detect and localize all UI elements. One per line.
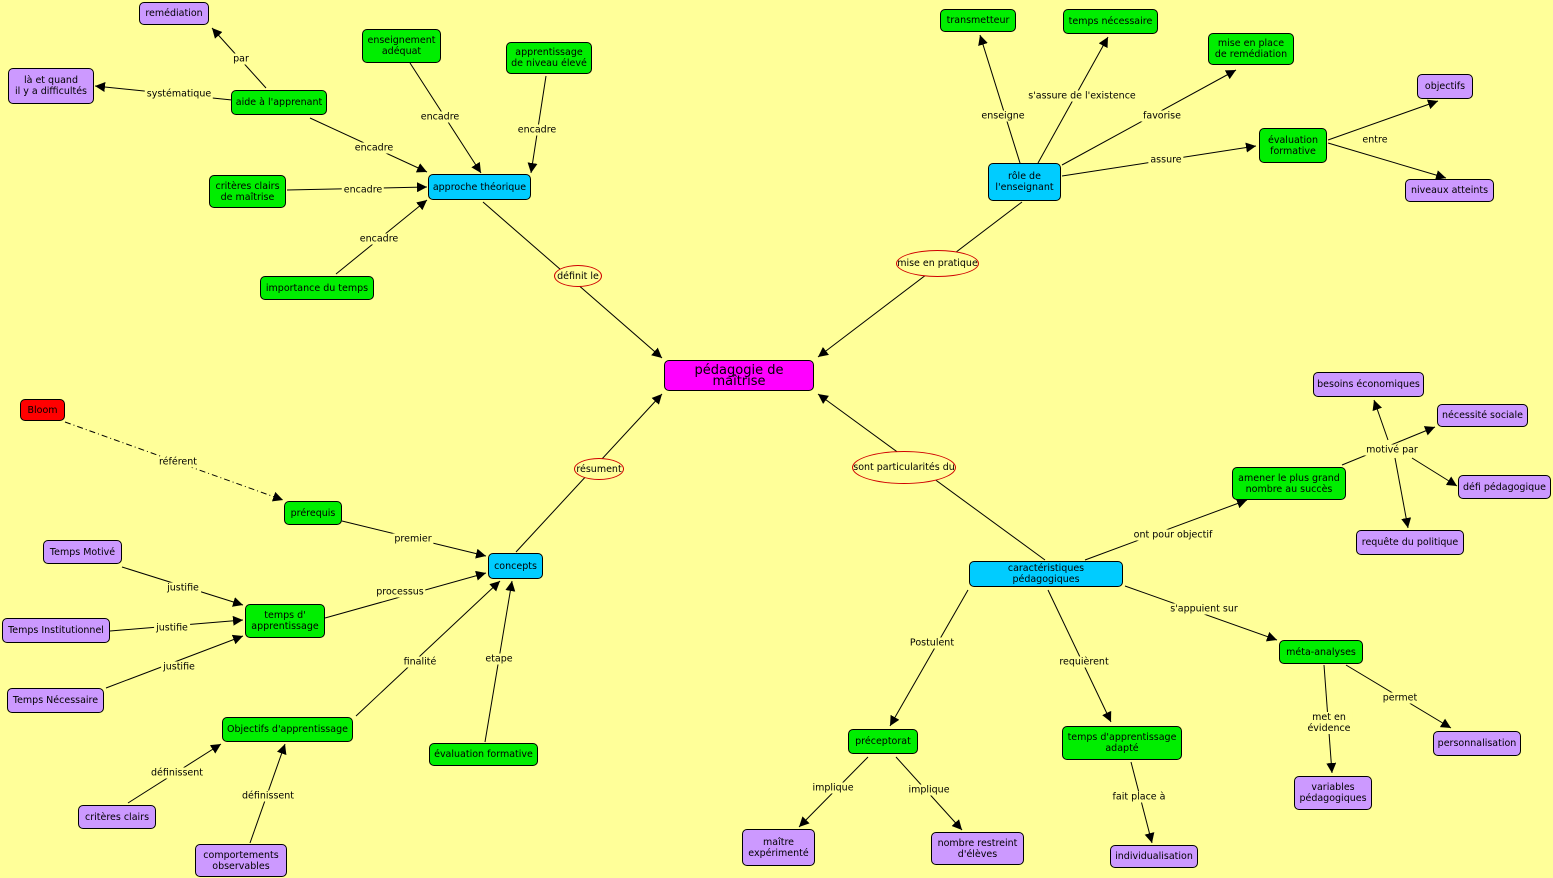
label-permet: permet [1380, 692, 1420, 704]
node-enseignement-adequat[interactable]: enseignement adéquat [362, 29, 441, 63]
label-entre: entre [1360, 134, 1390, 146]
label-etape: etape [483, 653, 515, 665]
node-temps-apprentissage[interactable]: temps d' apprentissage [245, 604, 325, 638]
node-individualisation[interactable]: individualisation [1110, 845, 1198, 868]
label-premier: premier [392, 533, 434, 545]
node-temps-motive[interactable]: Temps Motivé [43, 540, 122, 564]
hub-caracteristiques[interactable]: caractéristiques pédagogiques [969, 561, 1123, 587]
label-systematique: systématique [144, 88, 214, 100]
node-remediation[interactable]: remédiation [139, 2, 209, 25]
node-objectifs-apprentissage[interactable]: Objectifs d'apprentissage [222, 717, 353, 742]
label-fait-place: fait place à [1110, 791, 1168, 803]
node-meta-analyses[interactable]: méta-analyses [1279, 640, 1363, 664]
node-importance-temps[interactable]: importance du temps [260, 276, 374, 300]
label-encadre-criteres: encadre [341, 184, 385, 196]
node-maitre-experimente[interactable]: maître expérimenté [742, 829, 815, 866]
label-referent: référent [156, 456, 200, 468]
label-justifie-necessaire: justifie [161, 661, 197, 673]
label-favorise: favorise [1141, 110, 1183, 122]
node-objectifs[interactable]: objectifs [1417, 74, 1473, 99]
label-ont-pour-objectif: ont pour objectif [1131, 529, 1215, 541]
label-finalite: finalité [401, 656, 439, 668]
hub-role-enseignant[interactable]: rôle de l'enseignant [988, 163, 1061, 201]
edge-evaluation-niveaux [1327, 142, 1447, 180]
central-concept[interactable]: pédagogie de maîtrise [664, 360, 814, 391]
node-variables-pedagogiques[interactable]: variables pédagogiques [1294, 776, 1372, 810]
node-bloom[interactable]: Bloom [20, 399, 65, 421]
label-postulent: Postulent [907, 637, 957, 649]
node-temps-necessaire[interactable]: temps nécessaire [1063, 9, 1158, 34]
label-motive-par: motivé par [1364, 444, 1420, 456]
node-apprentissage-eleve[interactable]: apprentissage de niveau élevé [506, 42, 592, 74]
edge-motive-requete [1394, 457, 1412, 529]
edge-motive-besoins [1372, 399, 1389, 441]
node-necessite-sociale[interactable]: nécessité sociale [1437, 404, 1528, 427]
hub-approche-theorique[interactable]: approche théorique [428, 174, 531, 200]
node-defi-pedagogique[interactable]: défi pédagogique [1458, 475, 1551, 499]
node-requete-politique[interactable]: requête du politique [1356, 530, 1464, 555]
node-niveaux-atteints[interactable]: niveaux atteints [1405, 179, 1494, 202]
edge-motive-defi [1411, 457, 1458, 487]
node-temps-apprentissage-adapte[interactable]: temps d'apprentissage adapté [1062, 726, 1182, 760]
label-implique-nombre: implique [906, 784, 952, 796]
label-encadre-importance: encadre [357, 233, 401, 245]
label-assure: assure [1148, 154, 1184, 166]
label-par: par [231, 53, 251, 65]
label-processus: processus [374, 586, 426, 598]
label-requierent: requièrent [1057, 656, 1111, 668]
label-assure-existence: s'assure de l'existence [1026, 90, 1138, 102]
node-aide-apprenant[interactable]: aide à l'apprenant [231, 90, 327, 115]
node-la-et-quand[interactable]: là et quand il y a difficultés [8, 68, 94, 104]
label-appuient-sur: s'appuient sur [1168, 603, 1240, 615]
node-temps-institutionnel[interactable]: Temps Institutionnel [2, 618, 110, 643]
edge-evaluation-objectifs [1327, 99, 1439, 141]
label-encadre-apprentissage: encadre [515, 124, 559, 136]
link-sont-particularites: sont particularités du [852, 451, 956, 484]
link-definit-le: définit le [554, 265, 602, 287]
node-prerequis[interactable]: prérequis [284, 501, 342, 525]
node-temps-necessaire-2[interactable]: Temps Nécessaire [7, 688, 104, 713]
node-evaluation-formative[interactable]: évaluation formative [429, 743, 538, 766]
node-comportements[interactable]: comportements observables [195, 844, 287, 877]
label-met-en-evidence: met en évidence [1305, 712, 1353, 734]
link-mise-en-pratique: mise en pratique [896, 250, 979, 277]
label-implique-maitre: implique [810, 782, 856, 794]
node-criteres-maitrise[interactable]: critères clairs de maîtrise [209, 175, 286, 208]
label-definissent-comportements: définissent [239, 790, 297, 802]
label-justifie-motive: justifie [165, 582, 201, 594]
edge-role-transmetteur [978, 34, 1021, 164]
edge-role-center [817, 201, 1023, 358]
node-besoins-economiques[interactable]: besoins économiques [1313, 372, 1424, 397]
hub-concepts[interactable]: concepts [488, 553, 543, 579]
edge-carac-temps-adapte [1047, 589, 1112, 723]
node-criteres-clairs[interactable]: critères clairs [78, 805, 156, 829]
node-transmetteur[interactable]: transmetteur [940, 9, 1016, 32]
node-nombre-restreint[interactable]: nombre restreint d'élèves [931, 832, 1024, 865]
label-justifie-institutionnel: justifie [154, 622, 190, 634]
label-enseigne: enseigne [979, 110, 1027, 122]
edge-carac-preceptorat [889, 589, 969, 727]
edge-temps-individualisation [1130, 761, 1155, 844]
node-amener-succes[interactable]: amener le plus grand nombre au succès [1232, 467, 1346, 500]
label-encadre-aide: encadre [352, 142, 396, 154]
label-definissent-criteres: définissent [148, 767, 206, 779]
node-preceptorat[interactable]: préceptorat [848, 729, 918, 754]
link-resument: résument [574, 458, 624, 480]
label-encadre-enseignement: encadre [418, 111, 462, 123]
node-personnalisation[interactable]: personnalisation [1433, 731, 1521, 756]
node-evaluation-formative-top[interactable]: évaluation formative [1259, 128, 1327, 163]
edge-objectifs-concepts [355, 580, 501, 717]
node-mise-en-place[interactable]: mise en place de remédiation [1208, 33, 1294, 65]
